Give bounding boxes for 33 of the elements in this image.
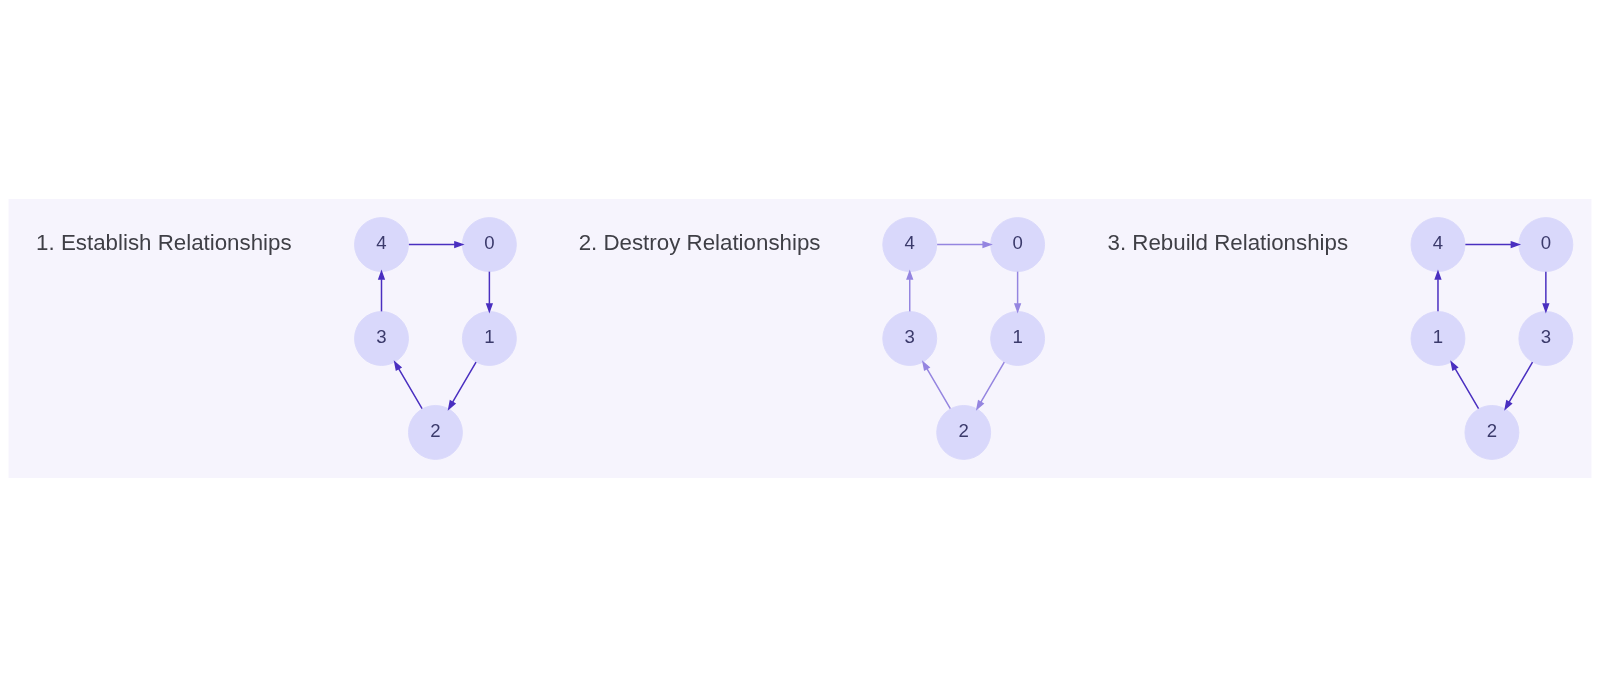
arrow bbox=[1504, 361, 1534, 411]
arrow bbox=[377, 269, 386, 313]
arrow bbox=[921, 360, 952, 410]
arrow bbox=[1450, 360, 1480, 410]
node-circle: 2 bbox=[408, 405, 463, 460]
node-circle: 2 bbox=[1464, 405, 1520, 460]
node-circle: 0 bbox=[990, 217, 1046, 272]
node-circle: 0 bbox=[461, 217, 517, 272]
node-circle: 1 bbox=[1410, 311, 1466, 366]
node-circle: 3 bbox=[1518, 311, 1574, 366]
arrow bbox=[975, 361, 1006, 411]
arrow bbox=[1542, 270, 1550, 314]
arrow bbox=[1434, 269, 1442, 313]
node-circle: 3 bbox=[882, 311, 938, 366]
node-circle: 4 bbox=[354, 217, 409, 272]
arrow bbox=[485, 270, 494, 314]
node-circle: 4 bbox=[1410, 217, 1466, 272]
arrow bbox=[936, 240, 993, 249]
label: 2. Destroy Relationships bbox=[578, 230, 821, 256]
node-circle: 3 bbox=[354, 311, 409, 366]
arrow bbox=[1013, 270, 1022, 314]
arrow bbox=[393, 360, 423, 410]
arrow bbox=[906, 269, 914, 313]
label: 1. Establish Relationships bbox=[36, 230, 292, 256]
node-circle: 1 bbox=[461, 311, 517, 366]
node-circle: 1 bbox=[990, 311, 1046, 366]
arrow bbox=[408, 240, 465, 249]
node-circle: 2 bbox=[936, 405, 992, 460]
label: 3. Rebuild Relationships bbox=[1107, 230, 1349, 256]
arrow bbox=[447, 361, 477, 411]
node-circle: 4 bbox=[882, 217, 938, 272]
node-circle: 0 bbox=[1518, 217, 1574, 272]
arrow bbox=[1464, 240, 1522, 249]
